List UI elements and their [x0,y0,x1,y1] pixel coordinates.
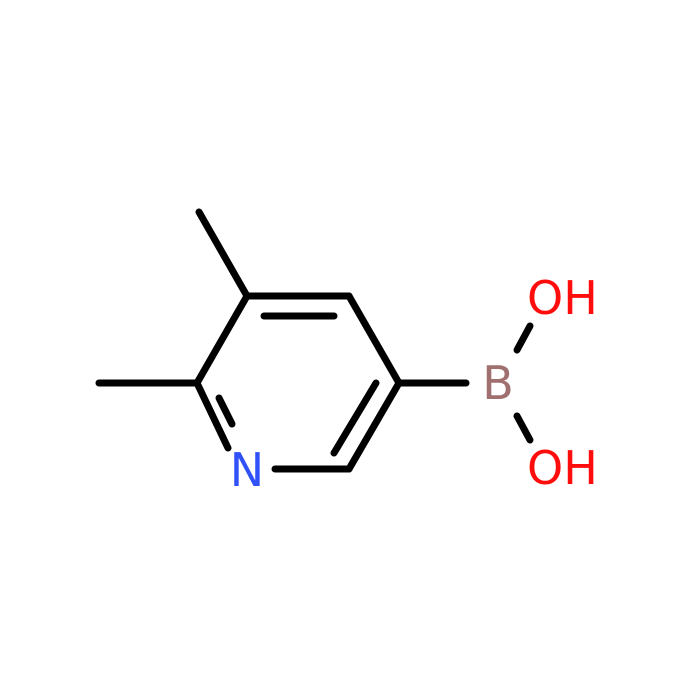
atom-boron: B [482,356,514,410]
bond-boron-oh-top [513,322,534,354]
bond-c5-c6 [345,379,403,473]
bond-c4-c5 [345,292,403,387]
bond-n-c2-inner [215,394,236,428]
bond-methyl-c3 [195,208,251,300]
bond-boron-oh-bottom [513,412,534,444]
bond-n-c2 [193,379,232,452]
bond-c2-c3 [193,292,251,387]
atom-hydroxyl-bottom: OH [527,441,598,495]
atom-hydroxyl-top: OH [527,271,598,325]
bond-c5-c6-inner [330,379,380,457]
atom-nitrogen: N [230,443,264,497]
